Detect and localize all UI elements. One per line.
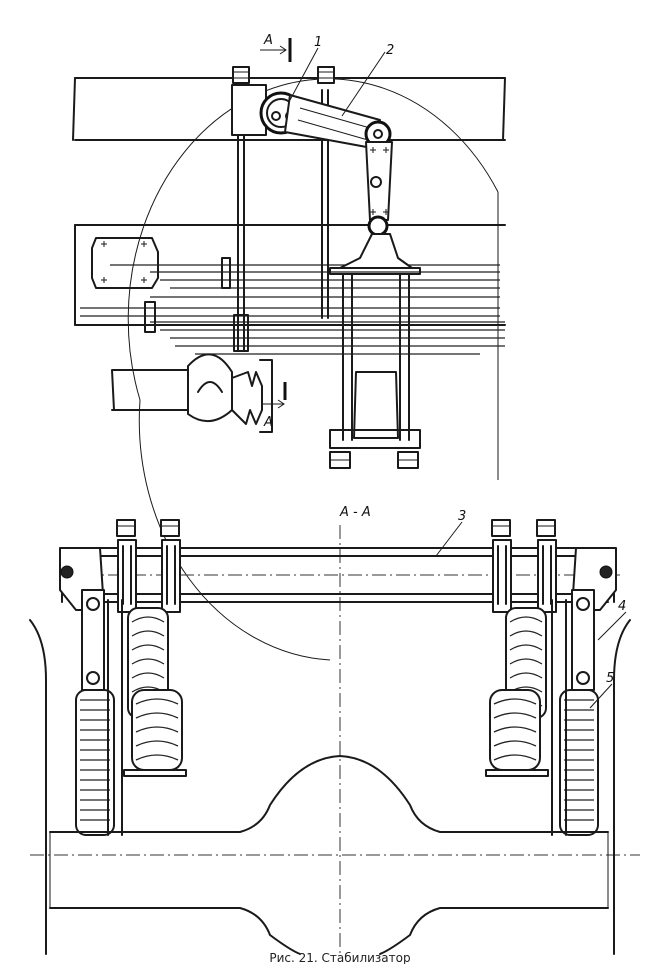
u-bolt-right: [399, 273, 410, 441]
link-eye-lower-right: [576, 671, 590, 685]
frame-rail-left: [107, 599, 123, 836]
stabilizer-bar: [69, 547, 609, 603]
yoke-inner: [197, 381, 223, 393]
part-label-5: 5: [606, 671, 614, 686]
link-center-pin: [370, 176, 382, 188]
link-lower-eye: [367, 215, 389, 237]
leaf-pack-right: [559, 689, 599, 836]
axle-housing-top: [49, 755, 609, 833]
spring-clip: [221, 257, 231, 289]
top-bolts: [232, 66, 335, 84]
plate-bolt-marks: [101, 241, 147, 283]
link-eye-upper-right: [576, 597, 590, 611]
section-view: A - A: [29, 505, 640, 955]
part-label-4: 4: [618, 599, 626, 614]
frame-member-ends: [72, 77, 506, 141]
universal-joint-yoke: [187, 353, 233, 422]
axle-pad: [329, 267, 421, 275]
section-arrow-bottom: [262, 399, 285, 409]
leader-4: [597, 611, 627, 641]
shaft-flange: [231, 371, 263, 425]
link-eye-lower-left: [86, 671, 100, 685]
leader-5: [589, 683, 613, 709]
wheel-outline-left: [29, 619, 47, 955]
link-left: [81, 589, 105, 691]
leader-2: [341, 51, 386, 117]
frame-rail-right: [551, 599, 567, 836]
part-label-3: 3: [458, 509, 466, 524]
end-nut-right: [599, 565, 613, 579]
section-label-top: A: [263, 33, 273, 48]
bracket-block: [231, 84, 267, 136]
flange-plate: [259, 359, 273, 433]
part-label-2: 2: [386, 43, 394, 58]
axle-bracket: [339, 233, 413, 269]
bar-clamps-right: [491, 519, 557, 613]
link-eye-upper-left: [86, 597, 100, 611]
section-label-bottom: A: [263, 415, 273, 430]
spring-shackle: [144, 301, 156, 333]
spring-seat: [353, 371, 399, 439]
axle-housing-bottom: [49, 907, 609, 955]
mounting-plate: [91, 237, 159, 289]
leader-1: [289, 47, 319, 101]
part-label-1: 1: [314, 35, 322, 50]
propeller-shaft: [111, 369, 191, 411]
top-view: A 1 2 A: [72, 33, 506, 661]
bushing-stack-right: [485, 607, 549, 777]
stabilizer-link: [365, 141, 393, 221]
figure-caption: Рис. 21. Стабилизатор: [269, 951, 410, 964]
u-bolt-plate: [329, 429, 421, 449]
lever-edges: [297, 107, 371, 141]
bushing-stack-left: [123, 607, 187, 777]
wheel-outline-right: [613, 619, 631, 955]
end-nut-left: [60, 565, 74, 579]
leaf-spring: [80, 264, 505, 355]
bushing-bolt-1: [271, 111, 281, 121]
rod-clamp: [233, 314, 249, 352]
u-bolt-nuts: [329, 451, 419, 469]
leader-3: [435, 521, 463, 557]
axle-housing-ends: [49, 832, 609, 908]
lever-pivot-pin: [373, 129, 383, 139]
link-right: [571, 589, 595, 691]
u-bolt-left: [342, 273, 353, 441]
frame-side-member: [74, 77, 506, 141]
cross-member: [74, 224, 506, 326]
bar-clamps-left: [116, 519, 181, 613]
link-bolt-marks: [370, 147, 389, 215]
leaf-pack-left: [75, 689, 115, 836]
wheel-contour-lower: [138, 399, 331, 661]
section-title: A - A: [339, 505, 371, 520]
section-arrow-top: [260, 45, 287, 55]
